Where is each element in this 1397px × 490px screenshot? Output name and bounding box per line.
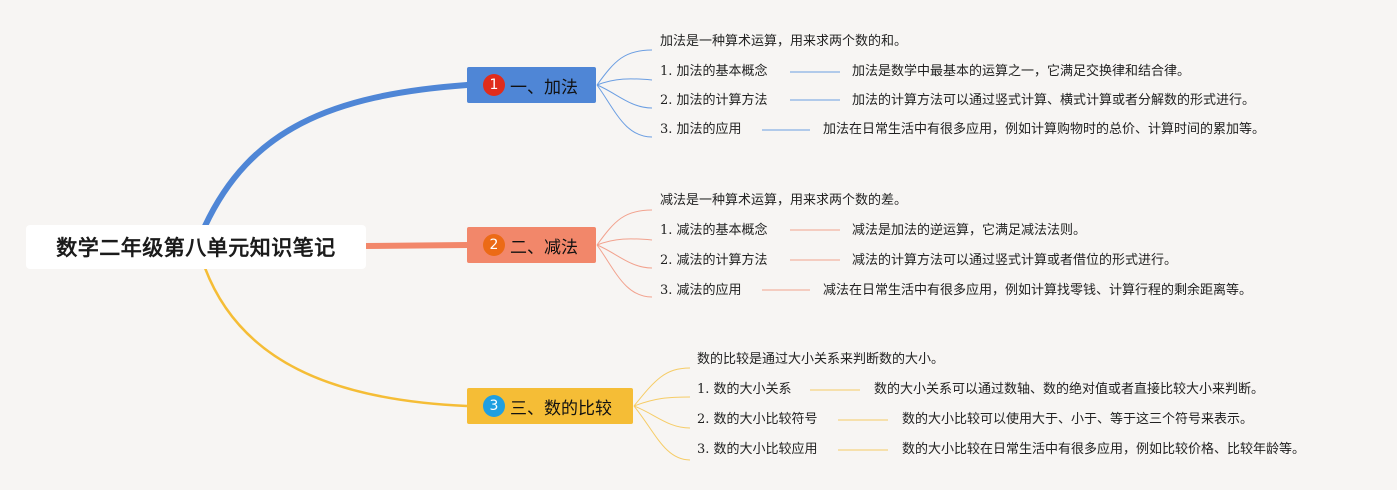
b3-item-1-label: 1. 数的大小关系 [697,382,792,397]
b1-fan-3 [596,84,653,138]
branch-label: 一、加法 [510,77,578,98]
b1-item-2-label: 2. 加法的计算方法 [660,93,768,108]
b2-item-1-detail: 减法是加法的逆运算，它满足减法法则。 [852,223,1087,238]
b2-fan-2 [596,244,653,269]
b2-fan-3 [596,244,653,298]
number-badge-icon: 1 [483,74,505,96]
b3-item-3-detail: 数的大小比较在日常生活中有很多应用，例如比较价格、比较年龄等。 [902,442,1306,457]
b2-fan-1 [596,238,653,246]
b3-item-3-label: 3. 数的大小比较应用 [697,442,818,457]
branch-addition[interactable]: 1 一、加法 [467,67,596,103]
b3-item-2-detail: 数的大小比较可以使用大于、小于、等于这三个符号来表示。 [902,412,1254,427]
b3-intro: 数的比较是通过大小关系来判断数的大小。 [697,352,945,367]
b1-fan-2 [596,84,653,109]
branch-label: 二、减法 [510,237,578,258]
b1-item-3-label: 3. 加法的应用 [660,122,742,137]
branch-number-comparison[interactable]: 3 三、数的比较 [467,388,633,424]
b1-item-2-detail: 加法的计算方法可以通过竖式计算、横式计算或者分解数的形式进行。 [852,93,1256,108]
b2-fan-0 [596,209,653,246]
b3-item-1-detail: 数的大小关系可以通过数轴、数的绝对值或者直接比较大小来判断。 [874,382,1265,397]
b2-item-3-label: 3. 减法的应用 [660,283,742,298]
b3-item-2-label: 2. 数的大小比较符号 [697,412,818,427]
b3-fan-2 [633,405,691,429]
root-link-2 [365,242,468,249]
b2-item-2-detail: 减法的计算方法可以通过竖式计算或者借位的形式进行。 [852,253,1178,268]
root-title: 数学二年级第八单元知识笔记 [56,236,336,260]
b1-fan-1 [596,78,653,86]
number-badge-icon: 3 [483,395,505,417]
b1-fan-0 [596,49,653,86]
b1-intro: 加法是一种算术运算，用来求两个数的和。 [660,34,908,49]
b3-fan-3 [633,405,691,461]
b3-fan-1 [633,396,691,407]
b2-item-1-label: 1. 减法的基本概念 [660,223,768,238]
b1-item-3-detail: 加法在日常生活中有很多应用，例如计算购物时的总价、计算时间的累加等。 [823,122,1266,137]
root-node[interactable]: 数学二年级第八单元知识笔记 [26,225,366,269]
number-badge-icon: 2 [483,234,505,256]
root-link-1 [202,82,470,229]
branch-subtraction[interactable]: 2 二、减法 [467,227,596,263]
b1-item-1-detail: 加法是数学中最基本的运算之一，它满足交换律和结合律。 [852,64,1191,79]
b2-item-3-detail: 减法在日常生活中有很多应用，例如计算找零钱、计算行程的剩余距离等。 [823,283,1253,298]
b2-intro: 减法是一种算术运算，用来求两个数的差。 [660,193,908,208]
branch-label: 三、数的比较 [510,398,612,419]
root-link-3 [203,267,468,408]
b1-item-1-label: 1. 加法的基本概念 [660,64,768,79]
b2-item-2-label: 2. 减法的计算方法 [660,253,768,268]
b3-fan-0 [633,367,691,407]
